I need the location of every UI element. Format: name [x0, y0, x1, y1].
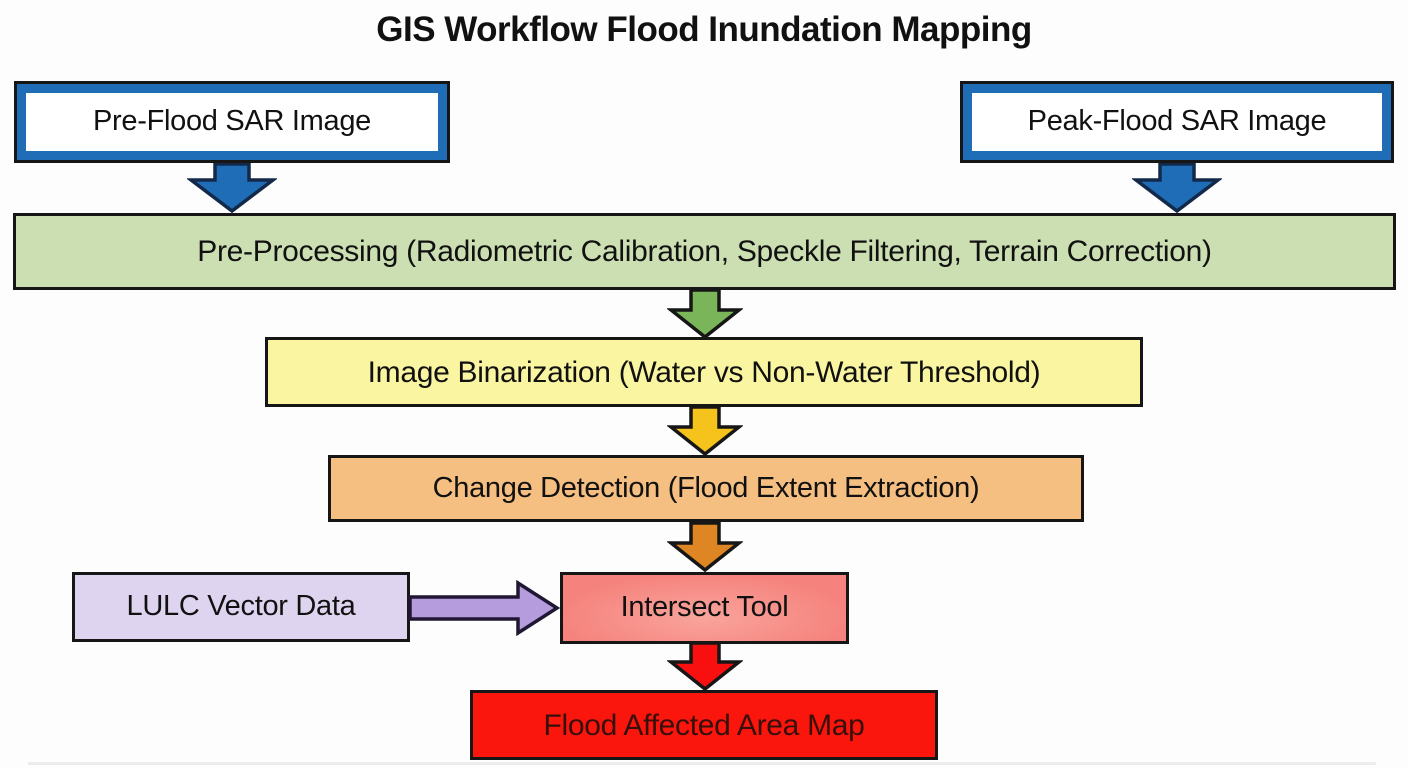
node-image-binarization: Image Binarization (Water vs Non-Water T… [265, 337, 1143, 407]
node-flood-affected-area-map: Flood Affected Area Map [470, 690, 938, 760]
bottom-artifact-line [28, 762, 1376, 765]
node-lulc-vector-data: LULC Vector Data [72, 572, 410, 642]
node-pre-processing-label: Pre-Processing (Radiometric Calibration,… [197, 235, 1212, 268]
node-lulc-vector-data-label: LULC Vector Data [126, 590, 356, 623]
node-peak-flood-sar-image: Peak-Flood SAR Image [960, 81, 1394, 163]
node-intersect-tool-label: Intersect Tool [620, 591, 789, 624]
arrow-down-orange-icon [667, 522, 743, 572]
arrow-down-blue-right-icon [1132, 163, 1222, 213]
arrow-right-purple-icon [408, 580, 560, 636]
arrow-down-blue-left-icon [187, 163, 277, 213]
node-pre-processing: Pre-Processing (Radiometric Calibration,… [13, 213, 1396, 290]
arrow-down-green-icon [667, 289, 743, 339]
node-pre-flood-sar-image-label: Pre-Flood SAR Image [26, 93, 438, 151]
node-image-binarization-label: Image Binarization (Water vs Non-Water T… [367, 355, 1041, 389]
node-pre-flood-sar-image: Pre-Flood SAR Image [14, 81, 450, 163]
diagram-title: GIS Workflow Flood Inundation Mapping [376, 10, 1032, 49]
node-change-detection-label: Change Detection (Flood Extent Extractio… [432, 471, 980, 504]
arrow-down-yellow-icon [667, 406, 743, 456]
node-intersect-tool: Intersect Tool [560, 572, 849, 644]
arrow-down-red-icon [667, 642, 743, 691]
node-flood-affected-area-map-label: Flood Affected Area Map [543, 708, 865, 742]
node-change-detection: Change Detection (Flood Extent Extractio… [328, 455, 1084, 522]
node-peak-flood-sar-image-label: Peak-Flood SAR Image [972, 93, 1382, 151]
